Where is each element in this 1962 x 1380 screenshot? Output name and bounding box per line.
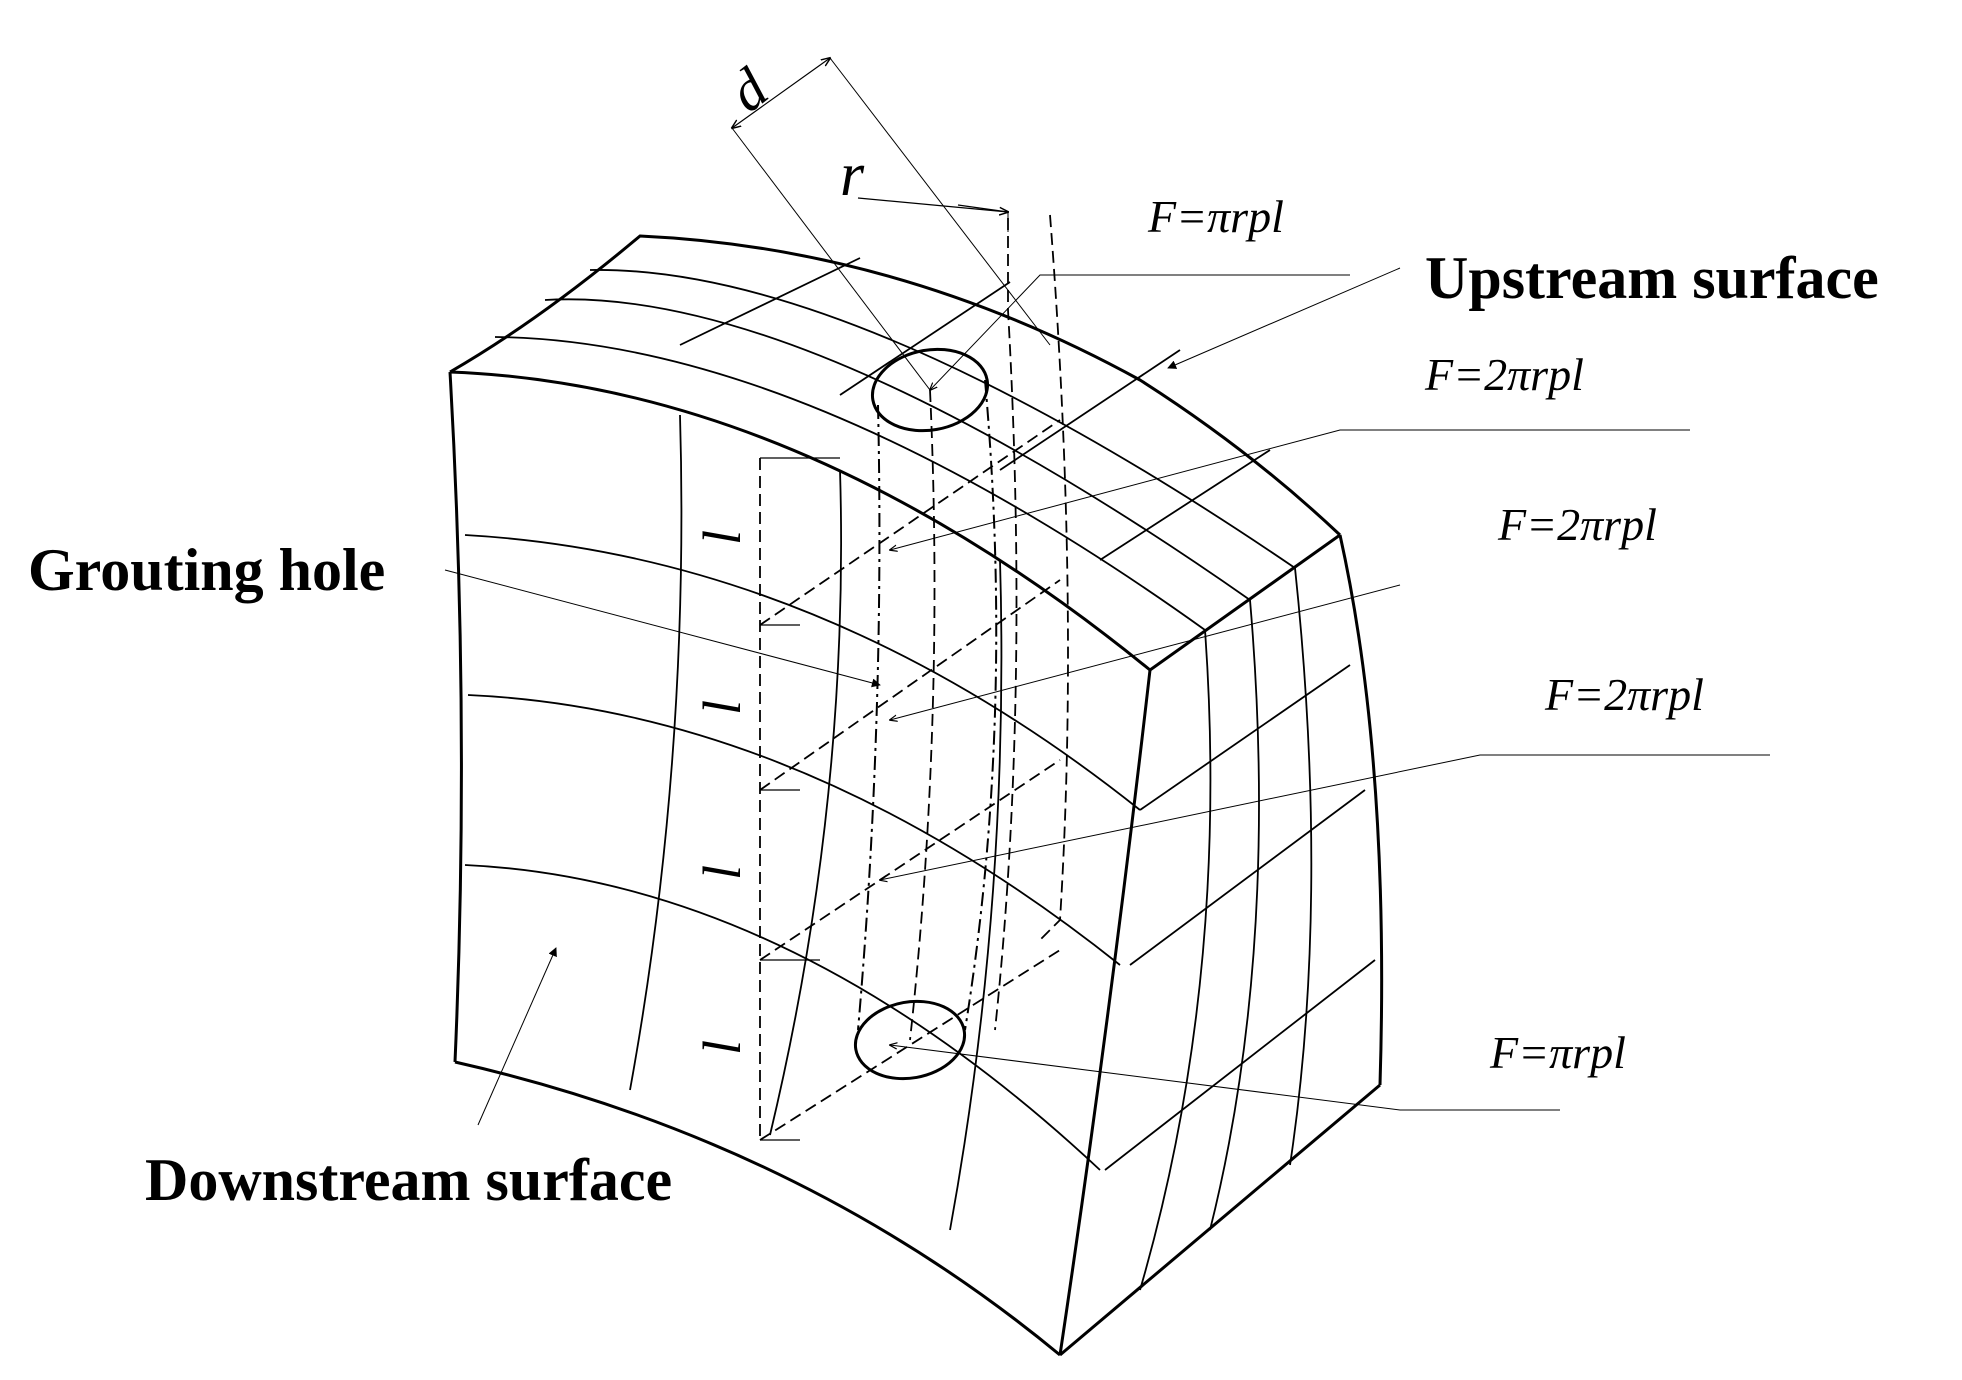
front-face-grid xyxy=(464,414,1141,1231)
segment-label-2: l xyxy=(692,700,752,715)
segment-label-4: l xyxy=(692,1040,752,1055)
segment-label-3: l xyxy=(692,865,752,880)
upstream-surface-label: Upstream surface xyxy=(1425,245,1879,311)
top-face-grid xyxy=(494,257,1296,631)
segment-dimensions xyxy=(759,419,1061,1141)
force-leaders xyxy=(880,274,1770,1111)
radius-label: r xyxy=(840,141,865,209)
grouting-hole-label: Grouting hole xyxy=(28,537,385,603)
label-pointers xyxy=(444,267,1401,1126)
downstream-surface-label: Downstream surface xyxy=(145,1147,672,1213)
force-label-bottom: F=πrpl xyxy=(1489,1027,1626,1078)
dimension-lines xyxy=(732,58,1051,391)
force-label-top: F=πrpl xyxy=(1147,191,1284,242)
grouting-hole-cylinder xyxy=(853,214,1069,1081)
force-label-2: F=2πrpl xyxy=(1424,349,1584,400)
force-label-3: F=2πrpl xyxy=(1497,499,1657,550)
diameter-label: d xyxy=(717,55,781,125)
block-outline xyxy=(448,234,1384,1357)
force-label-4: F=2πrpl xyxy=(1544,669,1704,720)
segment-label-1: l xyxy=(692,530,752,545)
right-face-grid xyxy=(1104,567,1376,1291)
